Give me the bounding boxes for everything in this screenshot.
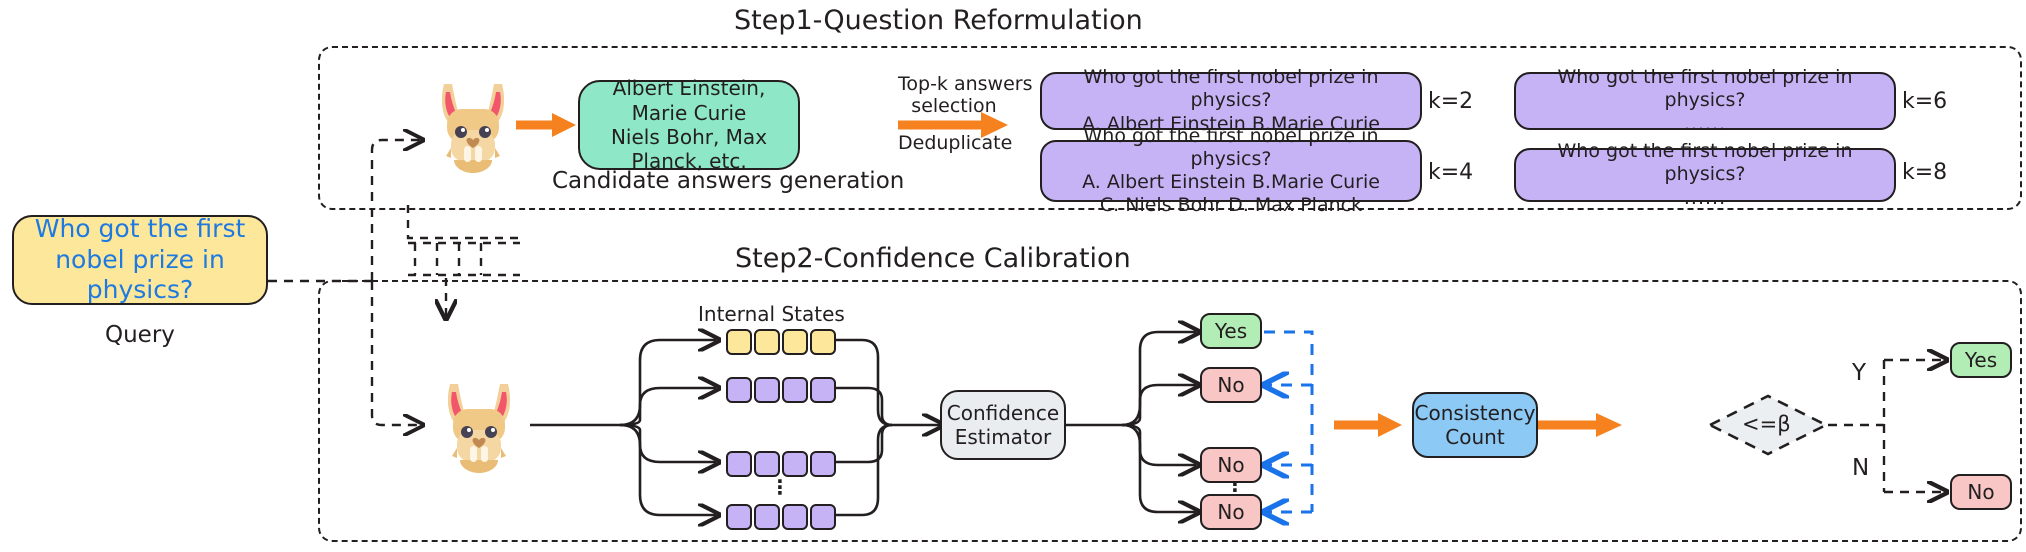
verdict-box-3: No [1200,447,1262,483]
step2-frame [318,280,2022,542]
state-cell [754,329,780,355]
verdict-box-4: No [1200,494,1262,530]
state-cell [782,451,808,477]
step1-frame [318,46,2022,210]
deduplicate-label: Deduplicate [898,132,1013,154]
llama-icon-step2 [436,378,522,474]
estimator-line-1: Confidence [946,400,1060,425]
verdicts-ellipsis: ⋮ [1225,478,1245,502]
state-rows-ellipsis: ⋮ [770,475,790,499]
reformulation-k2-line-2: A. Albert Einstein B.Marie Curie [1082,112,1380,135]
state-row-1 [726,329,836,355]
consistency-line-1: Consistency [1414,400,1536,425]
topk-label-line1: Top-k answers [898,73,1033,95]
branch-no-label: N [1852,455,1870,481]
k-label-k6: k=6 [1902,89,1948,114]
reformulation-k4-line-1: Who got the first nobel prize in physics… [1083,124,1379,170]
state-cell [754,504,780,530]
verdict-label: No [1217,499,1245,524]
consistency-line-2: Count [1445,425,1505,449]
final-yes-label: Yes [1964,347,1998,372]
query-text: Who got the first nobel prize in physics… [34,214,246,305]
reformulation-k6-line-2: ...... [1683,112,1727,135]
candidate-answers-box: Albert Einstein, Marie Curie Niels Bohr,… [578,76,800,173]
k-label-k2: k=2 [1428,89,1474,114]
consistency-count-box: Consistency Count [1412,392,1538,458]
state-cell [726,377,752,403]
k-label-k4: k=4 [1428,160,1474,185]
step1-title: Step1-Question Reformulation [734,5,1143,36]
verdict-label: No [1217,452,1245,477]
state-row-4 [726,504,836,530]
llama-icon-step1 [430,78,516,174]
query-box[interactable]: Who got the first nobel prize in physics… [12,214,268,305]
k-label-k8: k=8 [1902,160,1948,185]
state-cell [810,377,836,403]
reformulation-k4-line-3: C. Niels Bohr D. Max Planck [1099,194,1363,217]
reformulation-k8-line-1: Who got the first nobel prize in physics… [1557,140,1853,186]
confidence-estimator-box: Confidence Estimator [940,390,1066,460]
verdict-box-2: No [1200,367,1262,403]
state-cell [726,451,752,477]
reformulation-box-k2: Who got the first nobel prize in physics… [1040,66,1422,135]
threshold-label: <=β [1742,412,1791,436]
state-cell [810,504,836,530]
final-no-box: No [1950,474,2012,510]
state-cell [754,377,780,403]
state-cell [726,329,752,355]
candidate-line-2: Niels Bohr, Max Planck, etc. [610,125,768,174]
reformulation-k2-line-1: Who got the first nobel prize in physics… [1083,66,1379,112]
reformulation-k6-line-1: Who got the first nobel prize in physics… [1557,66,1853,112]
reformulation-box-k6: Who got the first nobel prize in physics… [1514,66,1896,135]
estimator-line-2: Estimator [954,425,1052,449]
verdict-label: No [1217,372,1245,397]
verdict-label: Yes [1214,318,1248,343]
state-cell [782,504,808,530]
reformulation-box-k4: Who got the first nobel prize in physics… [1040,125,1422,216]
internal-states-label: Internal States [698,302,845,326]
final-no-label: No [1967,479,1995,504]
state-cell [782,329,808,355]
state-row-2 [726,377,836,403]
branch-yes-label: Y [1852,360,1867,386]
query-caption: Query [105,322,175,348]
state-cell [726,504,752,530]
reformulation-k8-line-2: ...... [1683,186,1727,209]
state-cell [810,451,836,477]
final-yes-box: Yes [1950,342,2012,378]
state-row-3 [726,451,836,477]
state-cell [810,329,836,355]
candidate-line-1: Albert Einstein, Marie Curie [612,76,766,125]
state-cell [754,451,780,477]
topk-label-line2: selection [911,95,997,117]
candidate-answers-caption: Candidate answers generation [552,168,905,194]
reformulation-k4-line-2: A. Albert Einstein B.Marie Curie [1082,171,1380,193]
step2-title: Step2-Confidence Calibration [735,243,1131,274]
reformulation-box-k8: Who got the first nobel prize in physics… [1514,140,1896,209]
state-cell [782,377,808,403]
verdict-box-1: Yes [1200,313,1262,349]
